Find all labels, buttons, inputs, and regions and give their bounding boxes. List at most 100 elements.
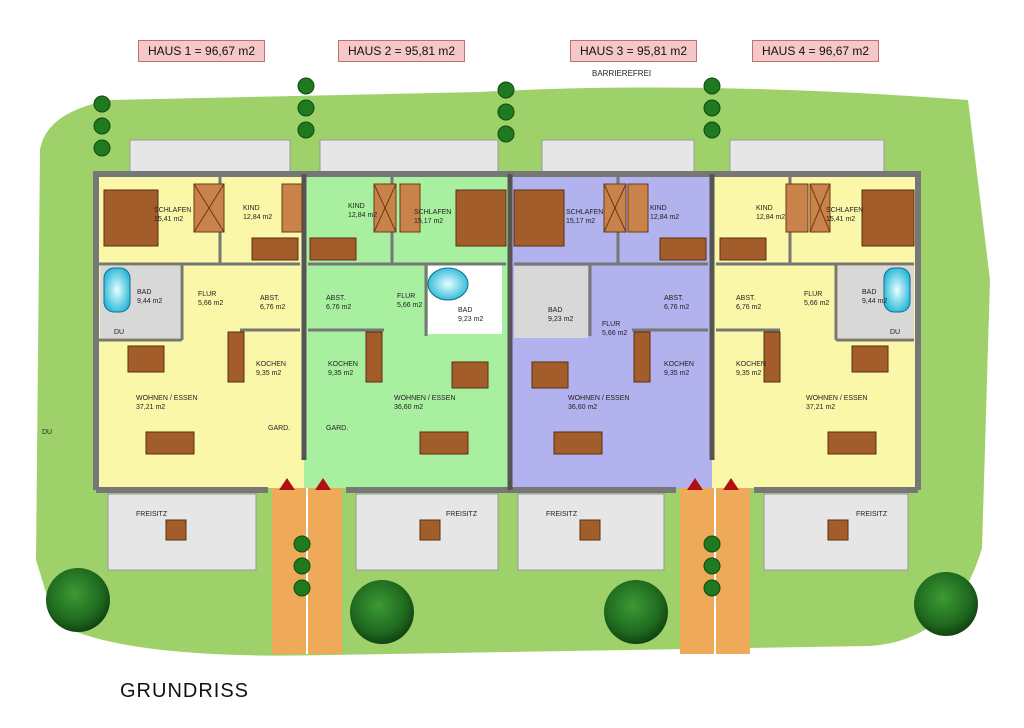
svg-text:37,21 m2: 37,21 m2 xyxy=(806,404,835,411)
svg-text:KOCHEN: KOCHEN xyxy=(328,361,358,368)
kitchen-counter xyxy=(763,331,781,383)
bathtub xyxy=(103,267,131,313)
svg-text:SCHLAFEN: SCHLAFEN xyxy=(826,207,863,214)
kitchen-counter xyxy=(227,331,245,383)
svg-text:KIND: KIND xyxy=(756,205,773,212)
haus-3-label: HAUS 3 = 95,81 m2 xyxy=(570,40,698,62)
svg-text:FLUR: FLUR xyxy=(397,293,415,300)
sofa xyxy=(419,431,469,455)
svg-text:ABST.: ABST. xyxy=(736,295,756,302)
svg-text:KIND: KIND xyxy=(650,205,667,212)
svg-text:6,76 m2: 6,76 m2 xyxy=(736,304,761,311)
svg-text:5,66 m2: 5,66 m2 xyxy=(198,300,223,307)
svg-text:BAD: BAD xyxy=(862,289,876,296)
sofa xyxy=(827,431,877,455)
svg-text:FREISITZ: FREISITZ xyxy=(446,511,478,518)
svg-text:DU: DU xyxy=(114,329,124,336)
svg-text:KOCHEN: KOCHEN xyxy=(256,361,286,368)
svg-text:KIND: KIND xyxy=(348,203,365,210)
svg-text:GARD.: GARD. xyxy=(326,425,348,432)
outdoor-table xyxy=(419,519,441,541)
haus-2-label: HAUS 2 = 95,81 m2 xyxy=(338,40,466,62)
dining-table xyxy=(531,361,569,389)
svg-text:15,41 m2: 15,41 m2 xyxy=(826,216,855,223)
svg-text:12,84 m2: 12,84 m2 xyxy=(348,212,377,219)
outdoor-table xyxy=(165,519,187,541)
svg-text:DU: DU xyxy=(890,329,900,336)
svg-text:12,84 m2: 12,84 m2 xyxy=(756,214,785,221)
svg-text:5,66 m2: 5,66 m2 xyxy=(804,300,829,307)
svg-text:FLUR: FLUR xyxy=(602,321,620,328)
bed xyxy=(103,189,159,247)
svg-text:12,84 m2: 12,84 m2 xyxy=(650,214,679,221)
svg-text:6,76 m2: 6,76 m2 xyxy=(260,304,285,311)
svg-text:5,66 m2: 5,66 m2 xyxy=(397,302,422,309)
svg-text:9,35 m2: 9,35 m2 xyxy=(256,370,281,377)
svg-text:6,76 m2: 6,76 m2 xyxy=(326,304,351,311)
bed xyxy=(861,189,915,247)
svg-text:36,60 m2: 36,60 m2 xyxy=(394,404,423,411)
parking-strip xyxy=(319,139,499,175)
dining-table xyxy=(127,345,165,373)
svg-text:15,17 m2: 15,17 m2 xyxy=(414,218,443,225)
parking-strip xyxy=(541,139,695,175)
svg-text:KIND: KIND xyxy=(243,205,260,212)
outdoor-table xyxy=(827,519,849,541)
svg-text:FREISITZ: FREISITZ xyxy=(546,511,578,518)
sofa xyxy=(553,431,603,455)
page-title: GRUNDRISS xyxy=(120,680,250,702)
svg-text:GARD.: GARD. xyxy=(268,425,290,432)
bed xyxy=(513,189,565,247)
svg-text:12,84 m2: 12,84 m2 xyxy=(243,214,272,221)
svg-text:9,35 m2: 9,35 m2 xyxy=(664,370,689,377)
svg-text:6,76 m2: 6,76 m2 xyxy=(664,304,689,311)
svg-text:FREISITZ: FREISITZ xyxy=(136,511,168,518)
svg-text:9,23 m2: 9,23 m2 xyxy=(458,316,483,323)
svg-text:WOHNEN / ESSEN: WOHNEN / ESSEN xyxy=(136,395,197,402)
svg-text:WOHNEN / ESSEN: WOHNEN / ESSEN xyxy=(568,395,629,402)
bathtub xyxy=(427,267,469,301)
svg-text:9,35 m2: 9,35 m2 xyxy=(736,370,761,377)
bathtub xyxy=(883,267,911,313)
svg-text:FLUR: FLUR xyxy=(804,291,822,298)
dining-table xyxy=(451,361,489,389)
kid-bed xyxy=(719,237,767,261)
svg-text:SCHLAFEN: SCHLAFEN xyxy=(154,207,191,214)
sofa xyxy=(145,431,195,455)
svg-text:15,17 m2: 15,17 m2 xyxy=(566,218,595,225)
svg-text:5,66 m2: 5,66 m2 xyxy=(602,330,627,337)
svg-text:BAD: BAD xyxy=(458,307,472,314)
svg-text:9,23 m2: 9,23 m2 xyxy=(548,316,573,323)
svg-text:9,44 m2: 9,44 m2 xyxy=(862,298,887,305)
kid-bed xyxy=(659,237,707,261)
svg-text:KOCHEN: KOCHEN xyxy=(664,361,694,368)
bed xyxy=(455,189,507,247)
svg-text:BAD: BAD xyxy=(137,289,151,296)
svg-text:ABST.: ABST. xyxy=(664,295,684,302)
haus-4-label: HAUS 4 = 96,67 m2 xyxy=(752,40,880,62)
svg-text:15,41 m2: 15,41 m2 xyxy=(154,216,183,223)
svg-text:9,44 m2: 9,44 m2 xyxy=(137,298,162,305)
svg-text:SCHLAFEN: SCHLAFEN xyxy=(566,209,603,216)
svg-text:37,21 m2: 37,21 m2 xyxy=(136,404,165,411)
kid-bed xyxy=(251,237,299,261)
svg-text:36,60 m2: 36,60 m2 xyxy=(568,404,597,411)
svg-text:ABST.: ABST. xyxy=(260,295,280,302)
svg-text:DU: DU xyxy=(42,429,52,436)
svg-text:ABST.: ABST. xyxy=(326,295,346,302)
trees xyxy=(46,568,978,644)
svg-text:FREISITZ: FREISITZ xyxy=(856,511,888,518)
kitchen-counter xyxy=(365,331,383,383)
svg-text:SCHLAFEN: SCHLAFEN xyxy=(414,209,451,216)
parking-strip xyxy=(129,139,291,175)
kid-bed xyxy=(309,237,357,261)
dining-table xyxy=(851,345,889,373)
svg-text:WOHNEN / ESSEN: WOHNEN / ESSEN xyxy=(394,395,455,402)
kitchen-counter xyxy=(633,331,651,383)
haus-1-label: HAUS 1 = 96,67 m2 xyxy=(138,40,266,62)
haus-3-note: BARRIEREFREI xyxy=(592,69,652,78)
parking-strip xyxy=(729,139,885,175)
svg-text:BAD: BAD xyxy=(548,307,562,314)
